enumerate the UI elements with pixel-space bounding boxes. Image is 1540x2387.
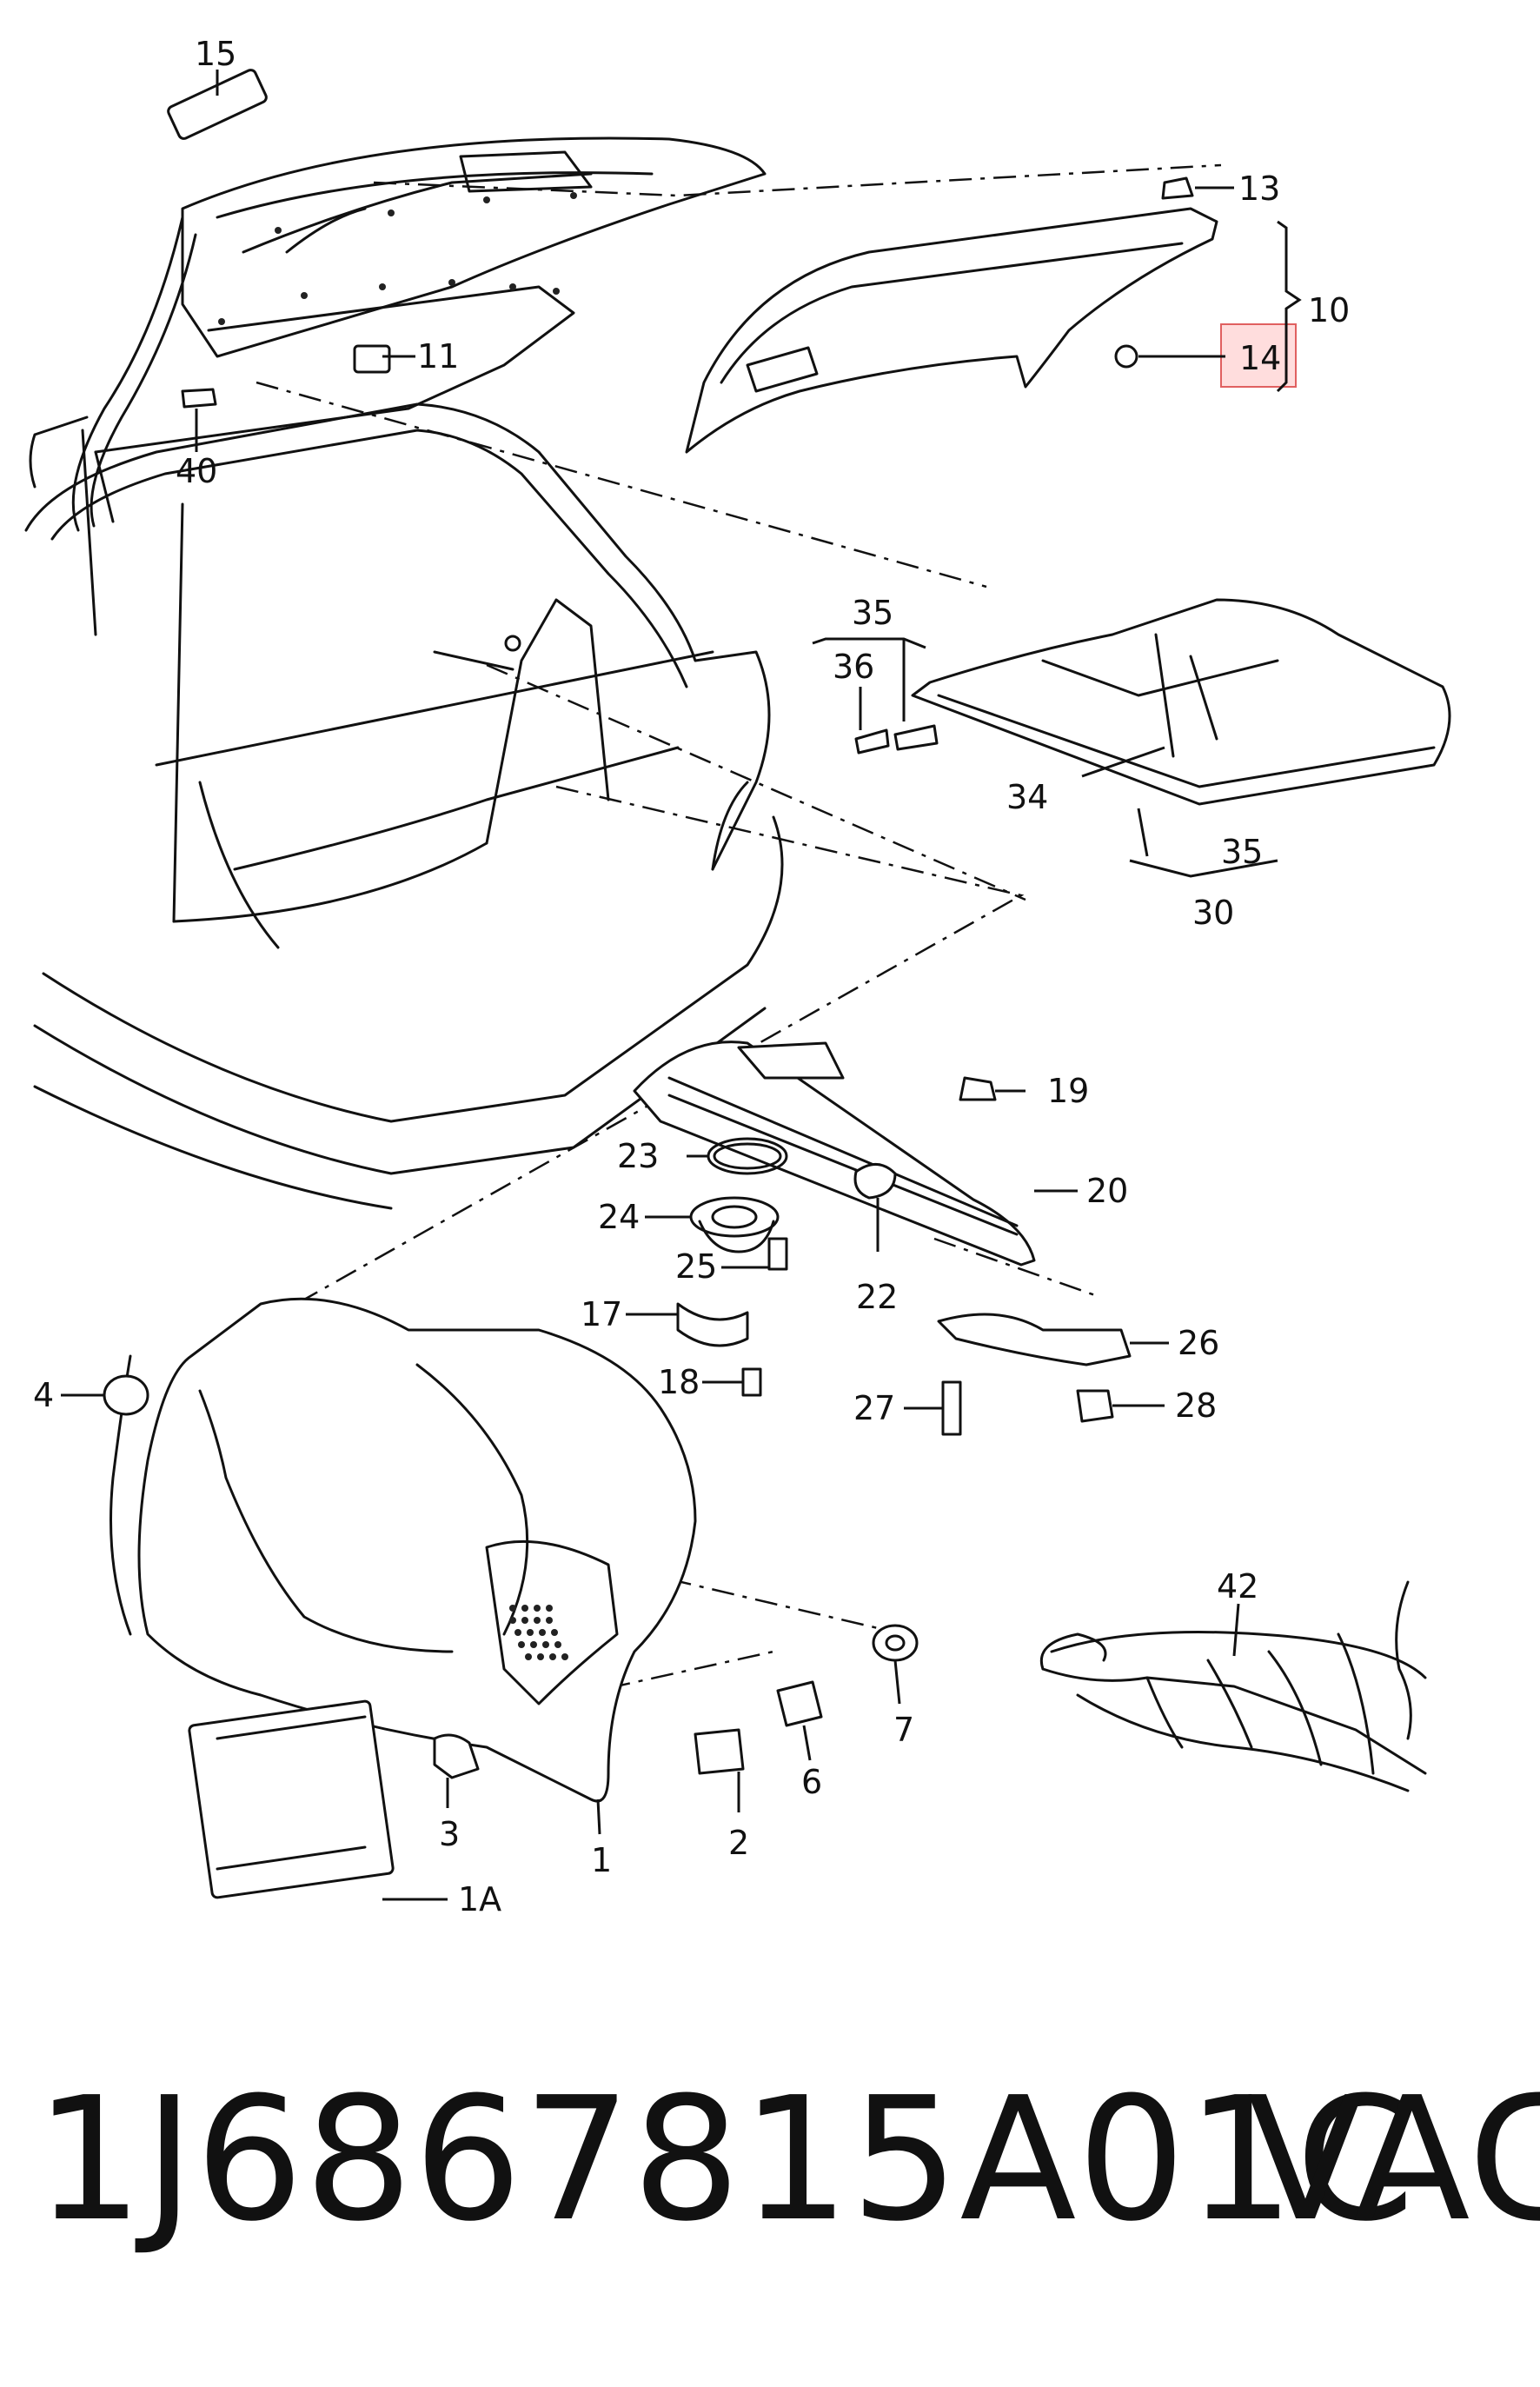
callout-10: 10 xyxy=(1308,291,1350,329)
part-40-buffer xyxy=(181,388,217,409)
callout-2: 2 xyxy=(728,1824,749,1862)
part-18-screw xyxy=(741,1367,762,1397)
callout-1: 1 xyxy=(591,1841,612,1879)
callouts: 15 13 10 14 11 40 35 36 34 35 30 19 23 2… xyxy=(33,35,1350,1918)
callout-36: 36 xyxy=(833,648,874,686)
speaker-assembly xyxy=(676,1137,788,1397)
part-6-rivet xyxy=(776,1680,823,1727)
part-15-pad xyxy=(167,69,268,140)
leader-lines xyxy=(61,70,1302,1901)
part-36-plug xyxy=(854,728,890,755)
callout-42: 42 xyxy=(1217,1567,1258,1606)
luggage-net-42 xyxy=(1040,1580,1427,1792)
callout-34: 34 xyxy=(1006,778,1048,816)
callout-17: 17 xyxy=(581,1295,622,1333)
part-7-washer xyxy=(872,1624,919,1662)
callout-27: 27 xyxy=(853,1389,895,1427)
part-number: 1J6867815A01C xyxy=(35,2061,1416,2259)
callout-19: 19 xyxy=(1047,1072,1089,1110)
callout-11: 11 xyxy=(417,337,459,376)
callout-30: 30 xyxy=(1192,894,1234,932)
callout-40: 40 xyxy=(176,452,217,490)
callout-35-top: 35 xyxy=(852,594,893,632)
part-27-screw xyxy=(941,1380,962,1436)
footer: 1J6867815A01C VAG xyxy=(35,2061,1540,2259)
parcel-shelf-20 xyxy=(633,1041,1036,1267)
part-28-nut xyxy=(1076,1389,1114,1423)
car-body xyxy=(24,402,784,1210)
callout-35-bottom: 35 xyxy=(1221,833,1263,871)
part-2-block xyxy=(694,1728,745,1775)
part-19-clip xyxy=(959,1076,997,1101)
callout-23: 23 xyxy=(617,1137,659,1175)
callout-13: 13 xyxy=(1238,170,1280,208)
callout-24: 24 xyxy=(598,1198,640,1236)
part-11-clip xyxy=(353,344,391,374)
trunk-lid xyxy=(29,69,767,636)
callout-25: 25 xyxy=(675,1247,717,1286)
side-trim-10 xyxy=(685,176,1218,454)
callout-26: 26 xyxy=(1178,1324,1219,1362)
lower-parts xyxy=(188,1624,919,1899)
side-panel-1 xyxy=(103,1297,697,1803)
part-26-bracket xyxy=(937,1313,1132,1366)
part-25-screw xyxy=(767,1237,788,1271)
brand-name: VAG xyxy=(1247,2061,1540,2259)
bracket-26 xyxy=(937,1313,1132,1436)
callout-22: 22 xyxy=(856,1278,898,1316)
callout-14: 14 xyxy=(1239,339,1281,377)
part-13-clip xyxy=(1161,176,1194,200)
part-3-clip xyxy=(433,1733,480,1779)
callout-15: 15 xyxy=(195,35,236,73)
callout-1A: 1A xyxy=(458,1880,501,1918)
part-14-plug xyxy=(1114,344,1138,369)
assembly-lines xyxy=(256,163,1222,1719)
part-1A-insert xyxy=(188,1699,395,1899)
speaker-grille xyxy=(509,1605,568,1660)
part-17-bracket xyxy=(676,1302,749,1347)
callout-28: 28 xyxy=(1175,1386,1217,1425)
callout-18: 18 xyxy=(658,1363,700,1401)
part-4-clip xyxy=(103,1374,149,1416)
callout-6: 6 xyxy=(801,1763,822,1801)
part-22-nut xyxy=(853,1163,897,1200)
callout-20: 20 xyxy=(1086,1172,1128,1210)
part-35-fastener xyxy=(893,724,939,751)
callout-7: 7 xyxy=(893,1711,914,1749)
callout-4: 4 xyxy=(33,1376,54,1414)
floor-cover-30 xyxy=(854,598,1451,806)
callout-3: 3 xyxy=(439,1815,460,1853)
